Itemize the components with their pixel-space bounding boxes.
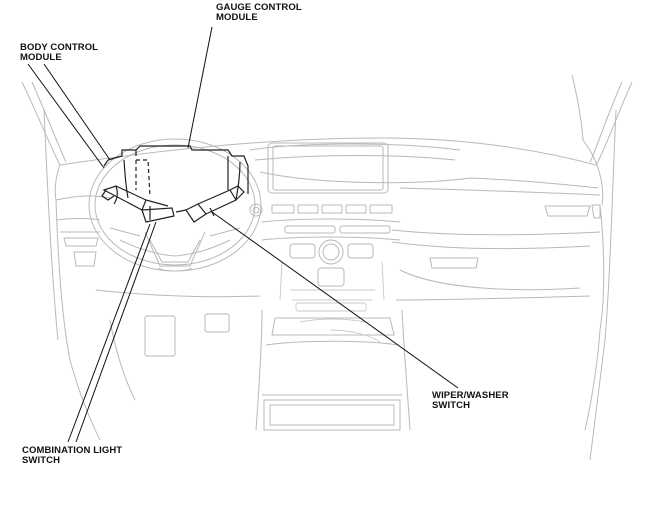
leader-lines <box>27 26 459 443</box>
wiper-washer-switch-label: WIPER/WASHER SWITCH <box>432 391 509 411</box>
gauge-control-module-label-line2: MODULE <box>216 12 258 23</box>
wiper-washer-switch-leader <box>211 211 459 389</box>
combination-light-switch-label-line2: SWITCH <box>22 455 61 466</box>
body-control-module-label-line1: BODY CONTROL <box>20 42 99 53</box>
body-control-module-label: BODY CONTROL MODULE <box>20 43 98 63</box>
combination-light-switch-leader-2 <box>75 221 157 443</box>
steering-wheel <box>88 138 262 272</box>
gauge-control-module-leader <box>187 26 213 149</box>
gauge-cluster <box>103 145 249 201</box>
center-console <box>255 309 411 431</box>
gauge-control-module-label-line1: GAUGE CONTROL <box>216 2 302 13</box>
gauge-control-module-label: GAUGE CONTROL MODULE <box>216 3 302 23</box>
body-control-module-leader-2 <box>27 63 105 169</box>
combination-light-switch-stalk <box>101 185 175 223</box>
combination-light-switch-leader-1 <box>67 223 151 443</box>
combination-light-switch-label: COMBINATION LIGHT SWITCH <box>22 446 122 466</box>
center-stack <box>249 203 401 312</box>
combination-light-switch-label-line1: COMBINATION LIGHT <box>22 445 123 456</box>
body-control-module-label-line2: MODULE <box>20 52 62 63</box>
passenger-dash <box>391 109 617 461</box>
wiper-washer-switch-label-line2: SWITCH <box>432 400 471 411</box>
center-display <box>267 142 389 194</box>
wiper-washer-switch-stalk <box>175 185 245 223</box>
windshield-frame <box>21 74 633 169</box>
driver-lower-dash <box>43 109 261 441</box>
body-control-module-leader-1 <box>43 63 111 161</box>
wiper-washer-switch-label-line1: WIPER/WASHER <box>432 390 509 401</box>
